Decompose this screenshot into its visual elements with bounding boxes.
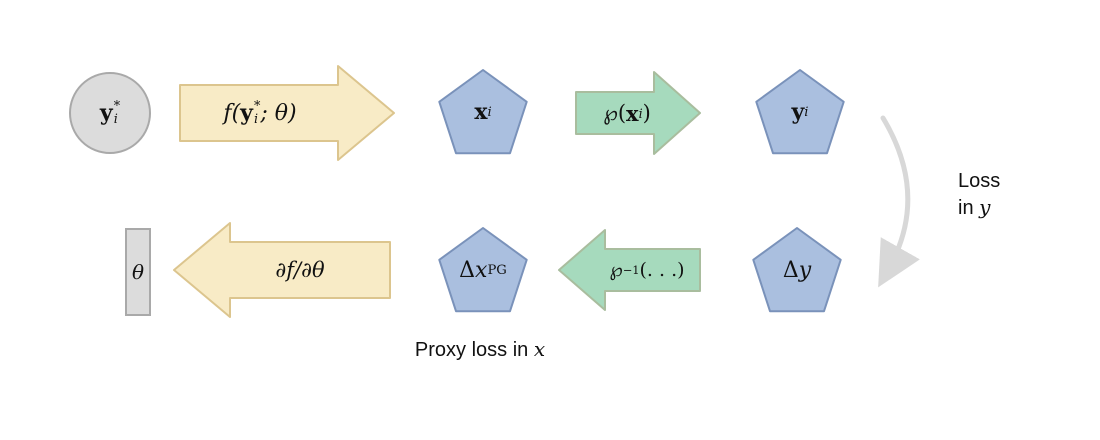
loss-line2-var: y [979,195,991,219]
theta-box-node: θ [125,228,151,316]
f-sup: * [253,98,261,114]
xi-vec: x [474,99,488,125]
f-post: ; θ) [260,100,297,126]
f-sub: i [253,112,259,127]
ystar-sup: * [113,98,121,114]
dxpg-delta: Δ [459,257,476,283]
f-arrow-node: f(y*i; θ) [178,64,396,162]
dy-delta: Δ [782,257,799,283]
ystar-circle-node: y*i [68,71,152,155]
left-arrow-shape [558,229,701,311]
pinv-post: (. . .) [639,259,685,281]
circle-shape [69,72,151,154]
right-arrow-shape [179,65,395,161]
rect-shape [125,228,151,316]
grad-arrow-node: ∂f/∂θ [172,222,392,318]
proxy-loss-label: Proxy loss in x [330,336,630,363]
loss-curve-arrow [858,108,958,288]
p-post: ) [642,101,651,125]
grad-text: ∂f/∂θ [275,258,325,282]
pinv-arrow-label: ℘−1(. . .) [597,228,697,312]
f-pre: f( [223,100,241,126]
ystar-sub: i [113,112,118,127]
loss-line2: in y [958,194,1000,221]
pentagon-shape [438,69,528,155]
theta-text: θ [131,260,145,284]
yi-vec: y [791,99,805,125]
f-arrow-label: f(y*i; θ) [178,64,342,162]
p-vec: x [626,100,639,126]
loss-line2-prefix: in [958,197,980,219]
pentagon-shape [752,227,842,313]
curved-arrow-icon [878,115,920,288]
right-arrow-shape [575,71,701,155]
pinv-sup: −1 [622,263,640,277]
proxy-var: x [533,337,546,361]
ystar-label: y*i [68,71,152,155]
pinv-base: ℘ [609,259,623,281]
grad-arrow-label: ∂f/∂θ [220,222,380,318]
pinv-arrow-node: ℘−1(. . .) [557,228,702,312]
dy-var: y [798,257,812,283]
ystar-vec: y [99,100,113,126]
p-pre: ℘( [603,101,627,125]
left-arrow-shape [173,222,391,318]
proxy-prefix: Proxy loss in [414,339,534,361]
p-sub: i [638,105,643,121]
f-vec: y [240,100,253,126]
pentagon-shape [438,227,528,313]
pentagon-shape [755,69,845,155]
xi-sub: i [487,104,492,120]
yi-sub: i [804,104,809,120]
loss-line1: Loss [958,170,1001,192]
dxpg-var: x [475,257,488,283]
dxpg-sub: PG [487,262,507,278]
loss-in-y-label: Loss in y [958,168,1000,221]
theta-label: θ [125,228,151,316]
